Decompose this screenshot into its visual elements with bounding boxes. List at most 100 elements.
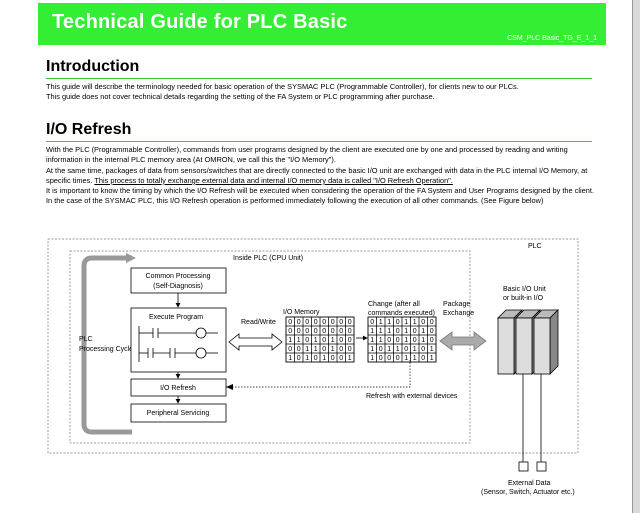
io-memory-bit: 0 [339, 346, 343, 353]
io-memory-changed-bit: 0 [396, 319, 400, 326]
io-memory-bit: 1 [331, 337, 335, 344]
io-memory-bit: 0 [331, 319, 335, 326]
external-device-box-2 [536, 461, 547, 472]
io-memory-bit: 0 [297, 346, 301, 353]
introduction-line-2: This guide does not cover technical deta… [46, 92, 435, 102]
io-memory-changed-bit: 1 [404, 328, 408, 335]
read-write-arrow [228, 333, 283, 351]
io-memory-bit: 0 [297, 328, 301, 335]
io-memory-changed-bit: 1 [396, 346, 400, 353]
io-memory-bit: 1 [314, 337, 318, 344]
io-memory-bit: 0 [288, 346, 292, 353]
cycle-label-line-1: PLC [79, 336, 93, 343]
io-memory-bit: 0 [331, 355, 335, 362]
io-memory-changed-bit: 1 [421, 328, 425, 335]
io-memory-bit: 0 [339, 328, 343, 335]
io-memory-bit: 0 [305, 337, 309, 344]
io-memory-bit: 0 [339, 355, 343, 362]
refresh-path [226, 360, 411, 388]
io-memory-changed-bit: 1 [379, 319, 383, 326]
io-memory-bit: 1 [288, 337, 292, 344]
io-memory-bit: 0 [305, 319, 309, 326]
io-memory-bit: 0 [314, 328, 318, 335]
io-memory-changed-bit: 1 [413, 319, 417, 326]
peripheral-servicing-box [130, 403, 227, 423]
io-memory-changed-bit: 0 [430, 328, 434, 335]
io-memory-bit: 1 [348, 355, 352, 362]
introduction-rule [46, 78, 592, 79]
cycle-arrowhead [126, 253, 136, 263]
introduction-text: This guide will describe the terminology… [46, 82, 600, 103]
io-memory-bit: 0 [339, 319, 343, 326]
package-exchange-line-2: Exchange [443, 310, 474, 317]
io-memory-changed-bit: 1 [387, 346, 391, 353]
refresh-external-label: Refresh with external devices [366, 393, 458, 400]
io-refresh-box-label: I/O Refresh [160, 385, 196, 392]
external-data-sublabel: (Sensor, Switch, Actuator etc.) [481, 489, 575, 496]
io-memory-changed-bit: 1 [370, 328, 374, 335]
io-memory-changed-bit: 0 [430, 337, 434, 344]
io-refresh-text: With the PLC (Programmable Controller), … [46, 145, 600, 207]
title-banner: Technical Guide for PLC Basic CSM_PLC Ba… [38, 3, 606, 45]
io-memory-bit: 0 [348, 337, 352, 344]
change-label-line-2: commands executed) [368, 310, 435, 317]
execute-program-box [130, 307, 227, 373]
io-memory-bit: 0 [348, 328, 352, 335]
io-memory-bit: 0 [314, 355, 318, 362]
io-refresh-rule [46, 141, 592, 142]
read-write-label: Read/Write [241, 319, 276, 326]
io-memory-changed-bit: 0 [396, 337, 400, 344]
introduction-line-1: This guide will describe the terminology… [46, 82, 519, 91]
basic-io-label-line-1: Basic I/O Unit [503, 286, 546, 293]
io-memory-changed-bit: 0 [421, 319, 425, 326]
io-memory-changed-bit: 1 [370, 346, 374, 353]
io-memory-changed-bit: 0 [387, 337, 391, 344]
document-code: CSM_PLC Basic_TG_E_1_1 [507, 35, 597, 42]
cpu-unit-frame [69, 250, 471, 444]
io-memory-bit: 0 [348, 346, 352, 353]
io-memory-bit: 1 [314, 346, 318, 353]
io-memory-changed-bit: 0 [404, 346, 408, 353]
io-memory-changed-bit: 0 [430, 319, 434, 326]
io-memory-changed-bit: 1 [387, 319, 391, 326]
processing-cycle-loop [81, 255, 132, 435]
io-memory-bit: 0 [297, 355, 301, 362]
external-data-label: External Data [508, 480, 551, 487]
io-memory-changed-bit: 1 [387, 328, 391, 335]
io-memory-changed-cell [427, 352, 437, 363]
io-memory-changed-bit: 0 [370, 319, 374, 326]
execute-program-label: Execute Program [149, 314, 203, 321]
io-memory-bit: 1 [305, 346, 309, 353]
io-memory-changed-bit: 0 [379, 355, 383, 362]
io-refresh-paragraph-2-underlined: This process to totally exchange externa… [94, 175, 453, 185]
io-memory-bit: 0 [314, 319, 318, 326]
io-memory-bit: 0 [331, 328, 335, 335]
io-memory-label: I/O Memory [283, 309, 320, 316]
io-memory-bit: 0 [348, 319, 352, 326]
io-memory-bit: 0 [322, 337, 326, 344]
package-exchange-arrow [439, 331, 487, 351]
io-memory-changed-bit: 1 [430, 346, 434, 353]
ladder-diagram [138, 326, 218, 362]
page-shadow [633, 0, 640, 513]
io-memory-bit: 0 [305, 328, 309, 335]
document-title: Technical Guide for PLC Basic [52, 11, 348, 33]
io-memory-changed-bit: 1 [421, 337, 425, 344]
introduction-heading: Introduction [46, 58, 140, 75]
io-refresh-paragraph-2: At the same time, packages of data from … [46, 166, 600, 187]
io-memory-changed-bit: 1 [370, 355, 374, 362]
io-memory-bit: 1 [288, 355, 292, 362]
basic-io-label-line-2: or built-in I/O [503, 295, 544, 302]
io-memory-changed-bit: 0 [379, 346, 383, 353]
io-memory-changed-bit: 1 [379, 337, 383, 344]
io-refresh-paragraph-2-plain: At the same time, packages of data from … [46, 165, 588, 185]
io-refresh-box [130, 378, 227, 397]
io-memory-cell [345, 352, 355, 363]
io-memory-bit: 0 [322, 328, 326, 335]
io-memory-changed-bit: 0 [387, 355, 391, 362]
self-diagnosis-label: (Self-Diagnosis) [153, 283, 203, 290]
cycle-label-line-2: Processing Cycle [79, 346, 133, 353]
